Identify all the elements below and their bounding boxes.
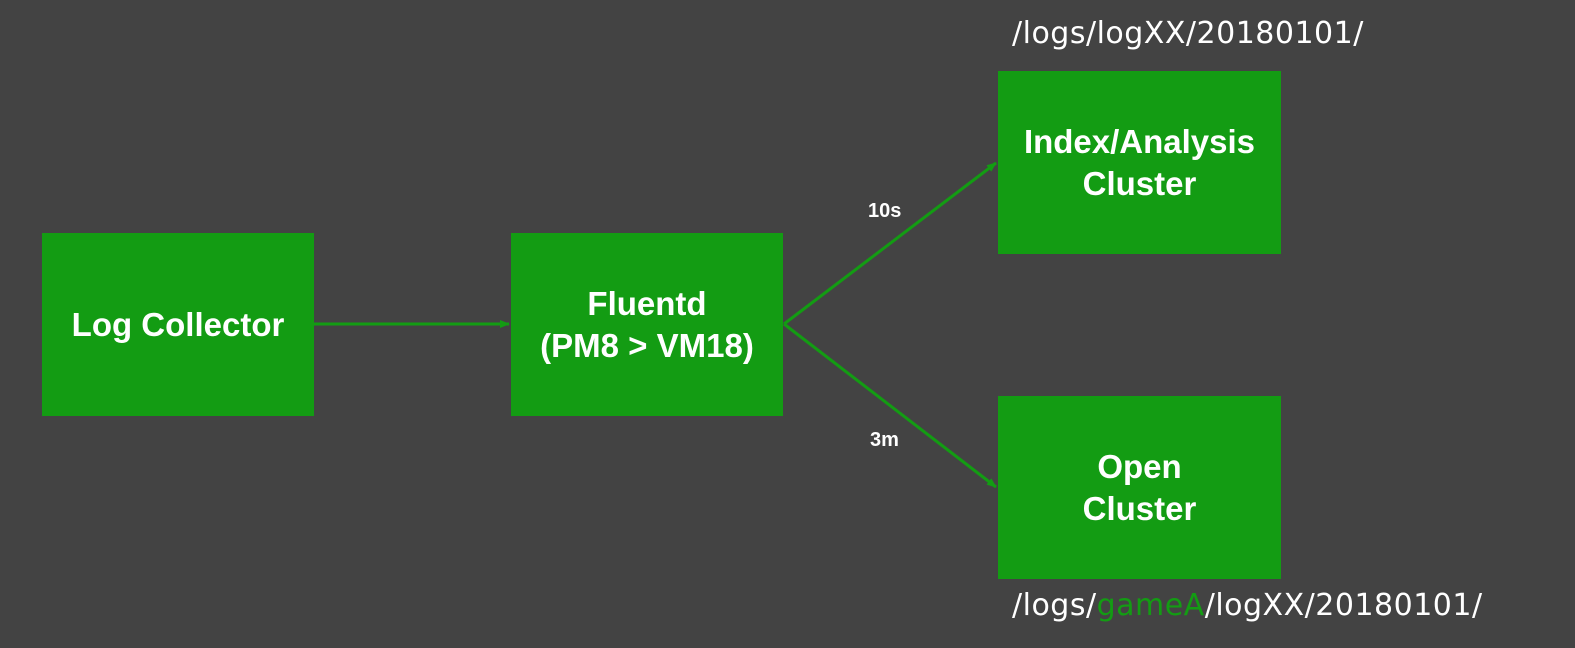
index-cluster-label-line2: Cluster — [1082, 164, 1197, 202]
open-cluster-label-line1: Open — [1097, 447, 1182, 485]
open-path-suffix: /logXX/20180101/ — [1204, 588, 1483, 623]
index-analysis-cluster-node: Index/Analysis Cluster — [998, 71, 1281, 254]
index-cluster-path: /logs/logXX/20180101/ — [1012, 16, 1364, 51]
open-cluster-path: /logs/gameA/logXX/20180101/ — [1012, 588, 1483, 623]
fluentd-node: Fluentd (PM8 > VM18) — [511, 233, 783, 416]
open-cluster-label-line2: Cluster — [1082, 489, 1197, 527]
edge-label-open: 3m — [870, 429, 899, 451]
log-collector-node: Log Collector — [42, 233, 314, 416]
open-cluster-node: Open Cluster — [998, 396, 1281, 579]
fluentd-label: Fluentd — [587, 284, 707, 322]
index-cluster-label-line1: Index/Analysis — [1023, 122, 1256, 160]
open-path-prefix: /logs/ — [1012, 588, 1097, 623]
arrow-fluentd-to-open — [783, 322, 997, 489]
log-collector-label: Log Collector — [71, 305, 285, 343]
arrow-fluentd-to-index — [783, 161, 997, 326]
open-path-highlight: gameA — [1096, 588, 1205, 623]
fluentd-sublabel: (PM8 > VM18) — [540, 326, 754, 364]
edge-label-index: 10s — [868, 200, 902, 222]
